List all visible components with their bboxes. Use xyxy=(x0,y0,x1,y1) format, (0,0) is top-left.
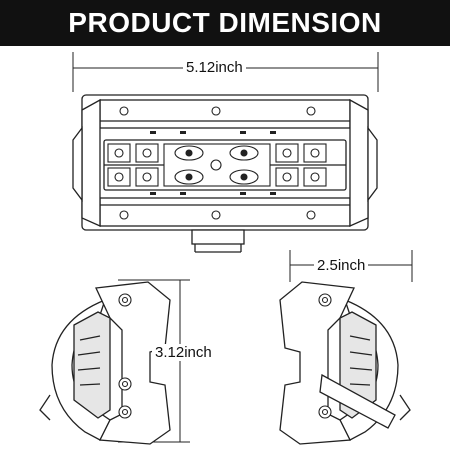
left-side-view xyxy=(39,281,171,445)
depth-label: 2.5inch xyxy=(314,257,369,274)
page-title: PRODUCT DIMENSION xyxy=(68,7,382,38)
housing-screws xyxy=(119,106,316,220)
height-label: 3.12inch xyxy=(152,344,215,361)
title-banner: PRODUCT DIMENSION xyxy=(0,0,450,46)
width-label: 5.12inch xyxy=(183,59,246,76)
right-side-view xyxy=(279,281,411,445)
strip-notches xyxy=(150,131,276,195)
left-side-screws xyxy=(118,293,132,419)
led-cells xyxy=(107,143,327,187)
right-side-screws xyxy=(318,293,332,419)
